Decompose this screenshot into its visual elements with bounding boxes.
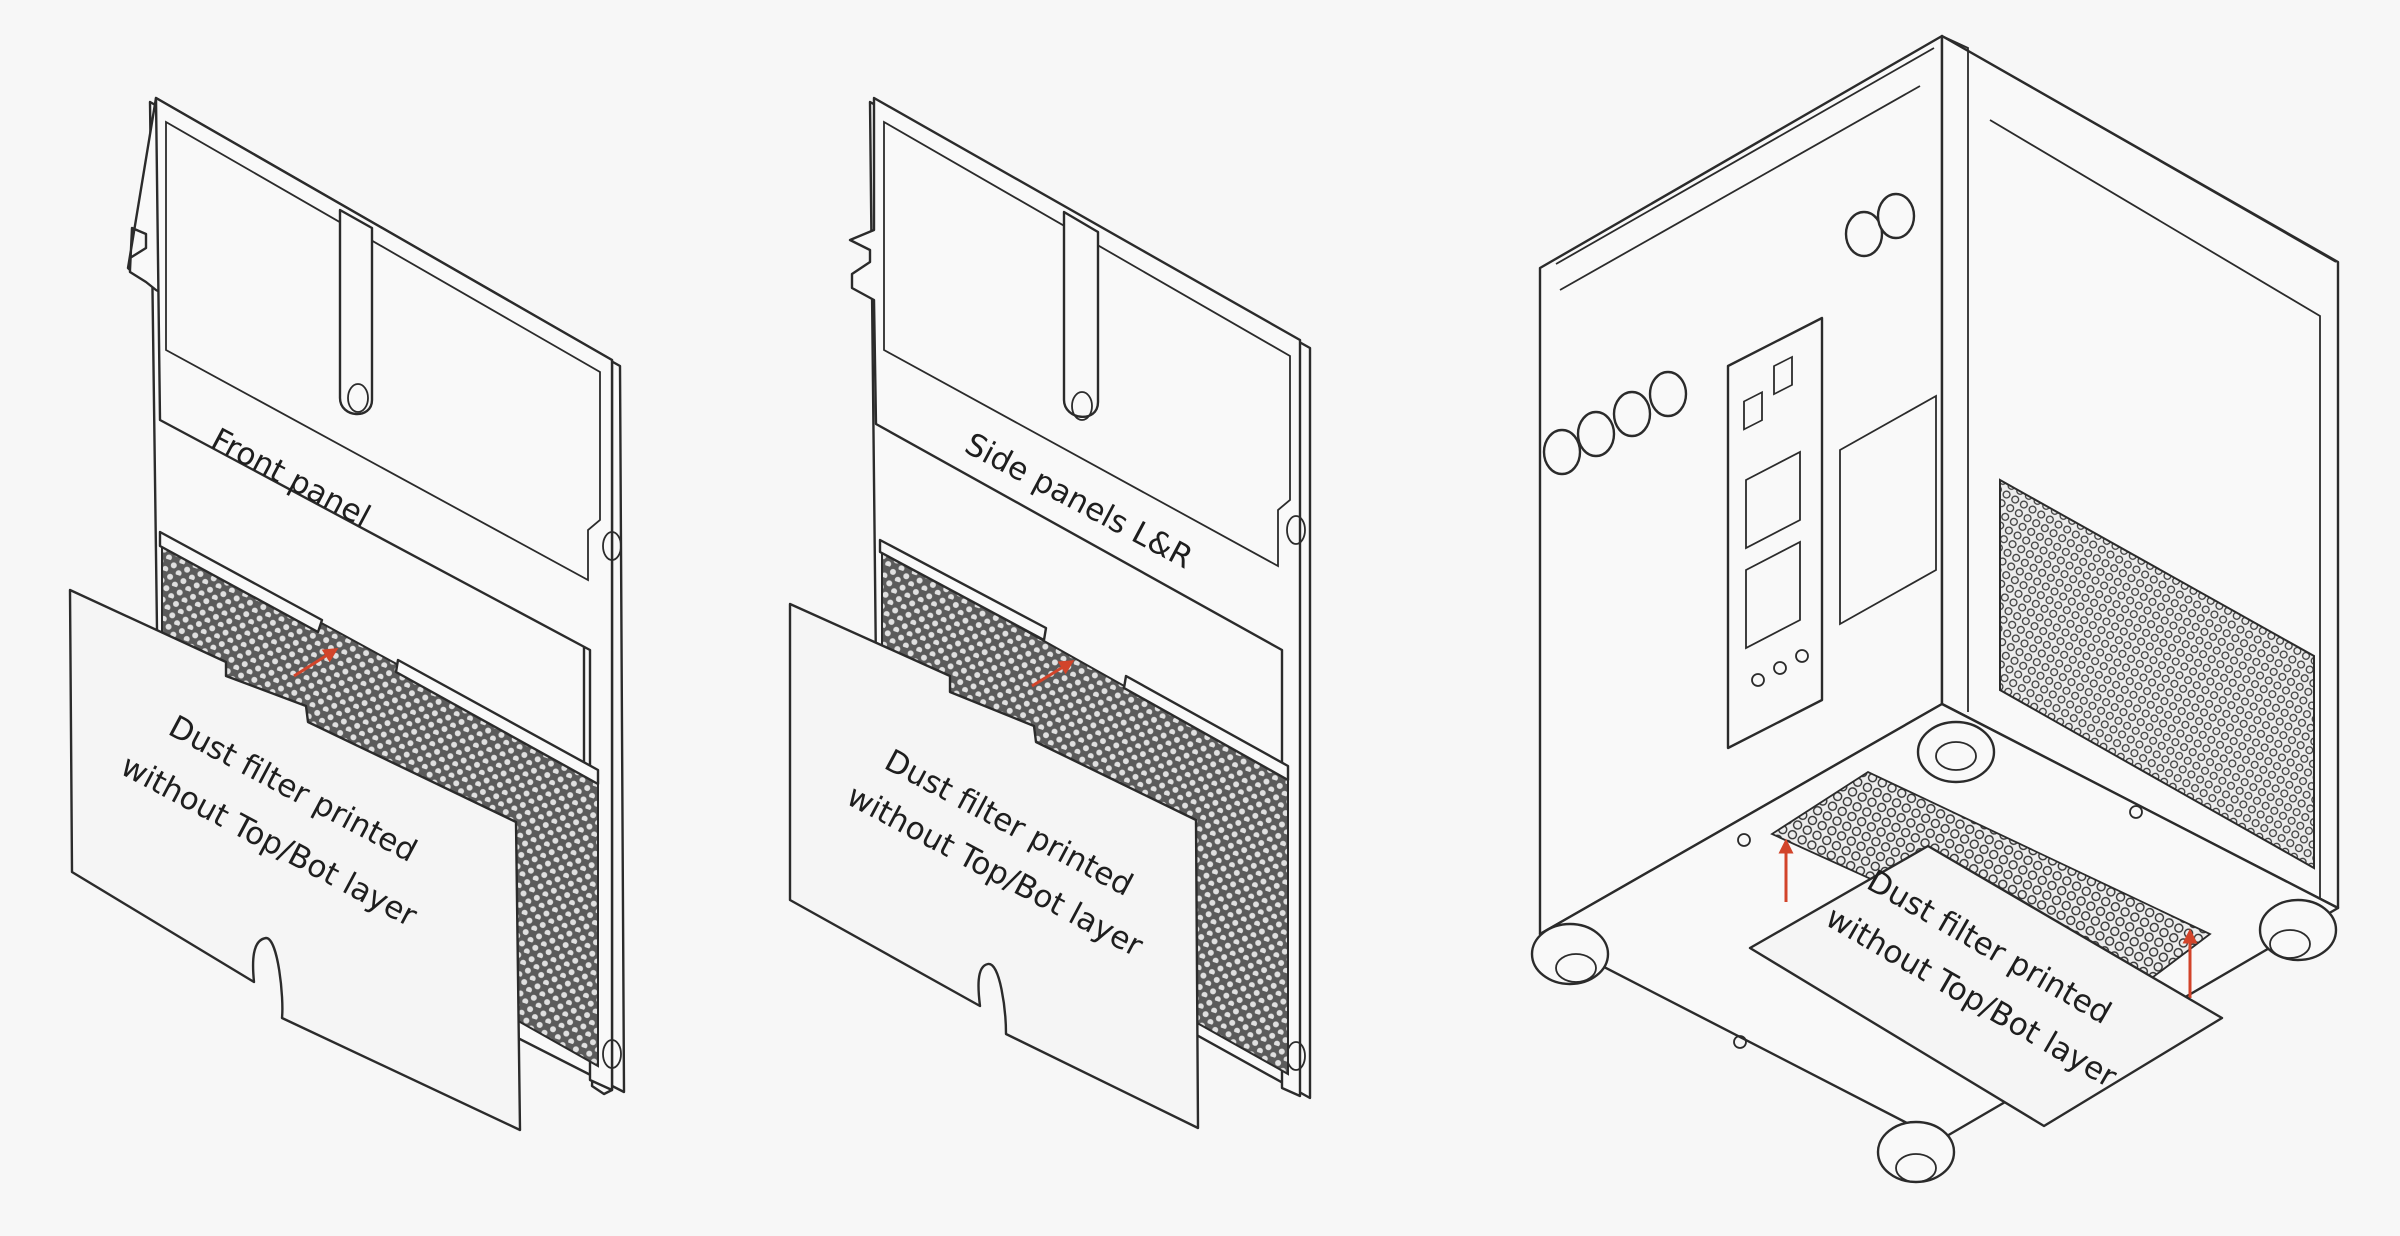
water-fittings bbox=[1542, 192, 1916, 476]
up-arrow-icon bbox=[293, 647, 339, 678]
pc-case-illustration bbox=[1530, 34, 2340, 1184]
side-vent bbox=[1999, 478, 2315, 870]
side-panel-illustration bbox=[788, 96, 1312, 1130]
up-arrow-icon bbox=[1031, 660, 1075, 688]
case-feet bbox=[1530, 720, 2338, 1184]
front-panel-illustration bbox=[68, 96, 626, 1132]
